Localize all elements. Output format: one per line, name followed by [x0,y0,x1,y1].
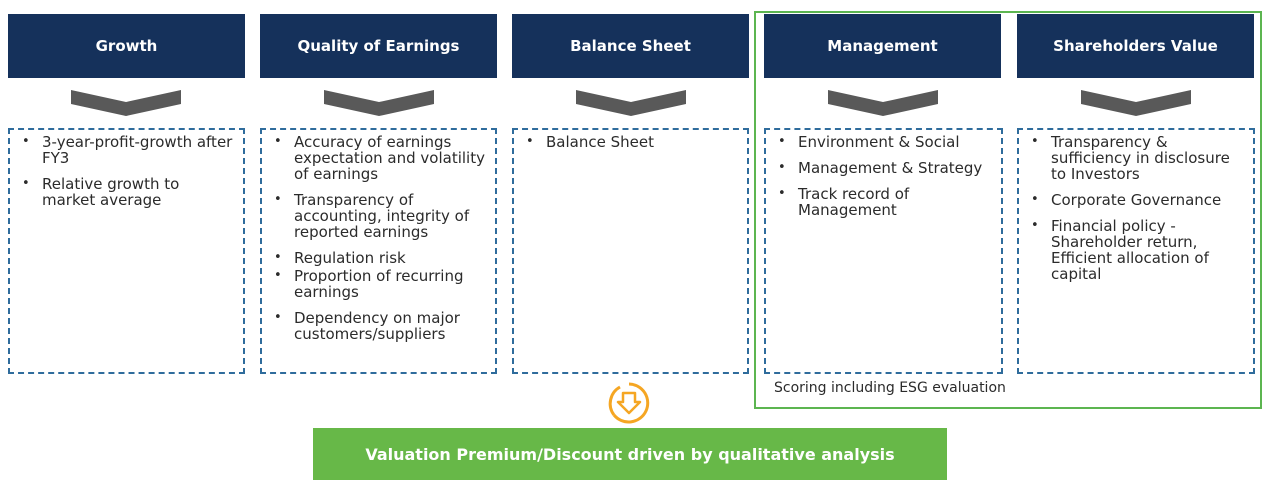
criteria-item: Corporate Governance [1025,192,1247,208]
criteria-item: Regulation risk [268,250,489,266]
header-management: Management [764,14,1001,78]
criteria-box-growth: 3-year-profit-growth after FY3 Relative … [8,128,245,374]
chevron-down-icon [828,90,938,118]
criteria-item: Relative growth to market average [16,176,237,208]
criteria-box-management: Environment & Social Management & Strate… [764,128,1003,374]
criteria-box-quality-of-earnings: Accuracy of earnings expectation and vol… [260,128,497,374]
criteria-item: Accuracy of earnings expectation and vol… [268,134,489,182]
circle-arrow-down-icon [606,380,652,426]
header-balance-sheet: Balance Sheet [512,14,749,78]
header-shareholders-value: Shareholders Value [1017,14,1254,78]
criteria-item: Financial policy - Shareholder return, E… [1025,218,1247,282]
chevron-down-icon [324,90,434,118]
criteria-item: Proportion of recurring earnings [268,268,489,300]
chevron-down-icon [1081,90,1191,118]
chevron-down-icon [576,90,686,118]
esg-group-frame [754,11,1262,409]
criteria-box-shareholders-value: Transparency & sufficiency in disclosure… [1017,128,1255,374]
header-growth: Growth [8,14,245,78]
header-quality-of-earnings: Quality of Earnings [260,14,497,78]
criteria-item: Transparency & sufficiency in disclosure… [1025,134,1247,182]
esg-caption: Scoring including ESG evaluation [774,380,1006,396]
criteria-item: Track record of Management [772,186,995,218]
criteria-item: Dependency on major customers/suppliers [268,310,489,342]
criteria-item: Transparency of accounting, integrity of… [268,192,489,240]
criteria-item: Balance Sheet [520,134,741,150]
chevron-down-icon [71,90,181,118]
criteria-item: Management & Strategy [772,160,995,176]
result-banner: Valuation Premium/Discount driven by qua… [313,428,947,480]
criteria-box-balance-sheet: Balance Sheet [512,128,749,374]
criteria-item: Environment & Social [772,134,995,150]
criteria-item: 3-year-profit-growth after FY3 [16,134,237,166]
